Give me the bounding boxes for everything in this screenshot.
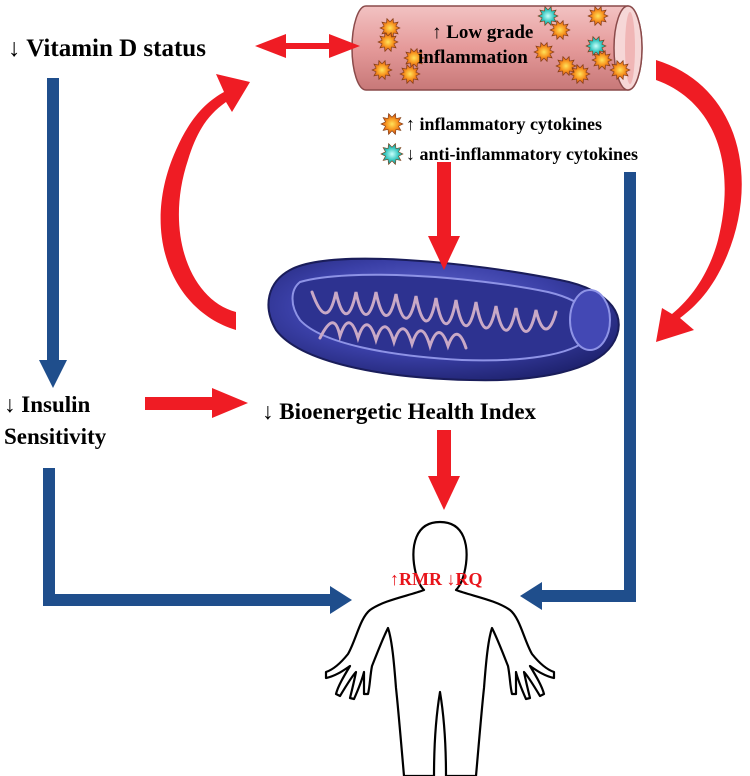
vessel-label-line2: inflammation [418,47,528,68]
orange-cytokine-icon [555,55,577,77]
insulin-label-line1: ↓ Insulin [4,392,91,417]
cytokine-legend-icons [380,112,404,166]
arrow-cytokines-mitochondrion [428,162,460,270]
orange-cytokine-icon [533,41,555,63]
orange-cytokine-icon [591,49,613,71]
arrow-insulin-body [43,468,352,614]
pro-inflammatory-icon [380,112,404,136]
orange-cytokine-icon [549,19,571,41]
arrow-cytokines-body [520,172,636,610]
curved-arrow-mitochondrion-vitd [160,74,250,330]
curved-arrow-inflammation-mitochondrion [656,60,742,342]
orange-cytokine-icon [403,47,425,69]
vitamin-d-label: ↓ Vitamin D status [8,35,206,62]
cytokines-up-label: ↑ inflammatory cytokines [406,114,602,134]
arrow-bhi-body [428,430,460,510]
orange-cytokine-icon [399,63,421,85]
arrow-vitd-insulin [39,78,67,388]
mitochondrion-icon [267,257,620,382]
orange-cytokine-icon [377,31,399,53]
vessel-cytokines [371,5,631,85]
orange-cytokine-icon [371,59,393,81]
arrow-vitd-inflammation [255,34,360,58]
human-body-icon [324,520,556,776]
arrow-insulin-bhi [145,388,248,418]
bhi-label: ↓ Bioenergetic Health Index [262,399,537,424]
cytokines-down-label: ↓ anti-inflammatory cytokines [406,144,638,164]
orange-cytokine-icon [569,63,591,85]
cyan-cytokine-icon [585,35,607,57]
body-metabolism-label: ↑RMR ↓RQ [390,569,483,589]
orange-cytokine-icon [587,5,609,27]
anti-inflammatory-icon [380,142,404,166]
cyan-cytokine-icon [537,5,559,27]
insulin-label-line2: Sensitivity [4,424,107,449]
orange-cytokine-icon [609,59,631,81]
vessel-label-line1: ↑ Low grade [432,22,533,43]
